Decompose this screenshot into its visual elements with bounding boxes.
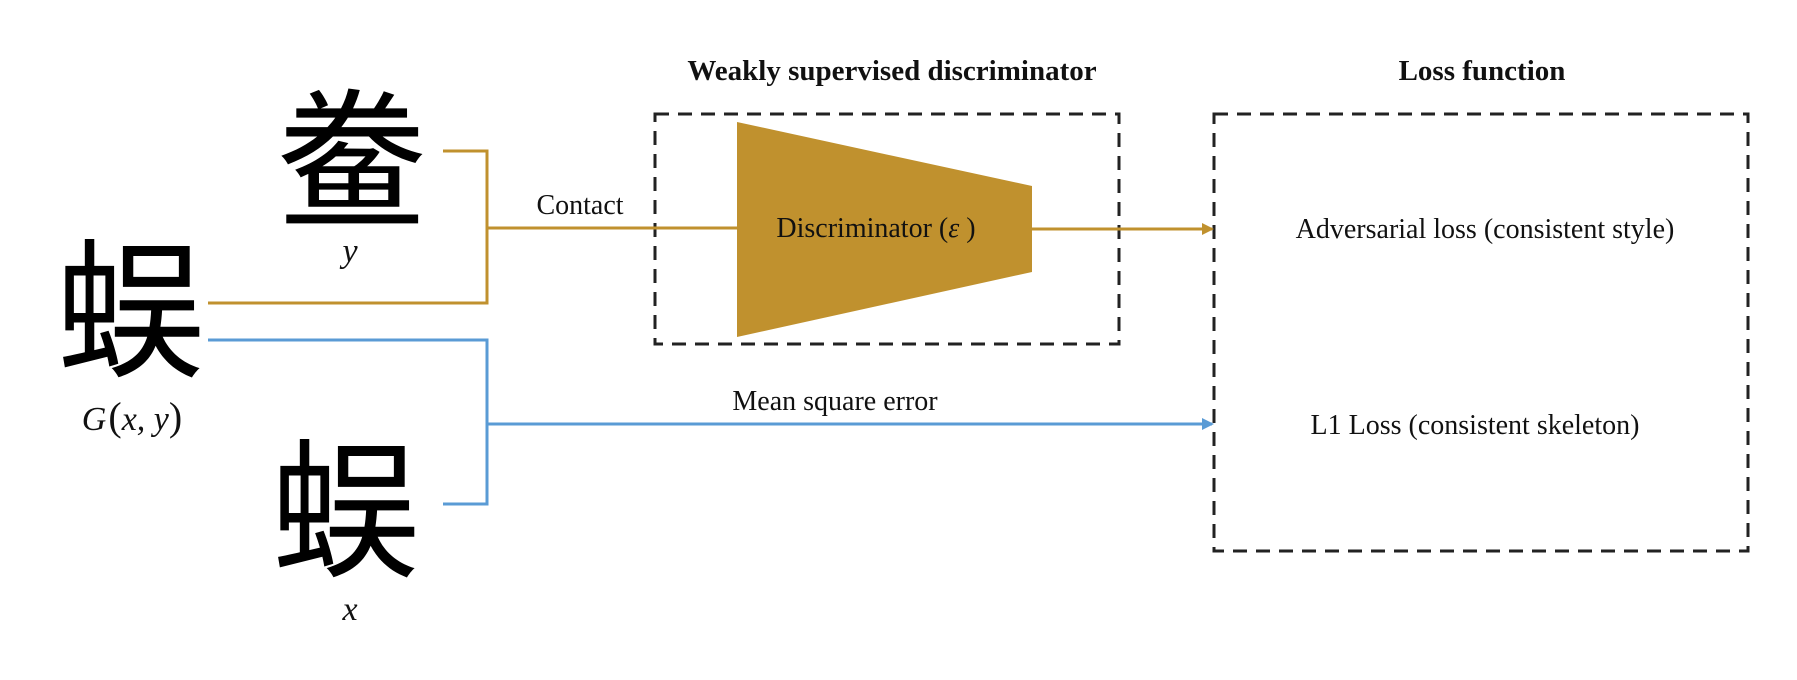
l1-loss-text: L1 Loss (consistent skeleton) xyxy=(1311,410,1640,441)
loss-section-title: Loss function xyxy=(1399,55,1566,87)
adversarial-loss-text: Adversarial loss (consistent style) xyxy=(1296,214,1675,245)
discriminator-label-close: ) xyxy=(959,213,975,244)
loss-dashed-box xyxy=(1212,112,1750,553)
source-label-x: x xyxy=(341,591,357,628)
generator-args: x, y xyxy=(121,401,170,438)
blue-merge-connector xyxy=(208,338,489,506)
target-style-character: 鲞 xyxy=(277,77,427,251)
discriminator-section-title: Weakly supervised discriminator xyxy=(687,55,1096,87)
mse-label: Mean square error xyxy=(732,386,938,417)
discriminator-label-text: Discriminator ( xyxy=(776,213,948,244)
discriminator-symbol: ε xyxy=(948,213,959,244)
contact-label: Contact xyxy=(536,190,623,221)
generator-symbol: G xyxy=(82,401,107,438)
close-paren: ) xyxy=(169,394,182,439)
discriminator-label: Discriminator (ε ) xyxy=(776,213,975,244)
generated-label: G(x, y) xyxy=(82,394,182,439)
generated-character: 蜈 xyxy=(55,227,205,401)
discriminator-block xyxy=(737,122,1032,337)
target-label-y: y xyxy=(339,233,358,270)
source-character: 蜈 xyxy=(270,427,420,601)
open-paren: ( xyxy=(108,394,121,439)
